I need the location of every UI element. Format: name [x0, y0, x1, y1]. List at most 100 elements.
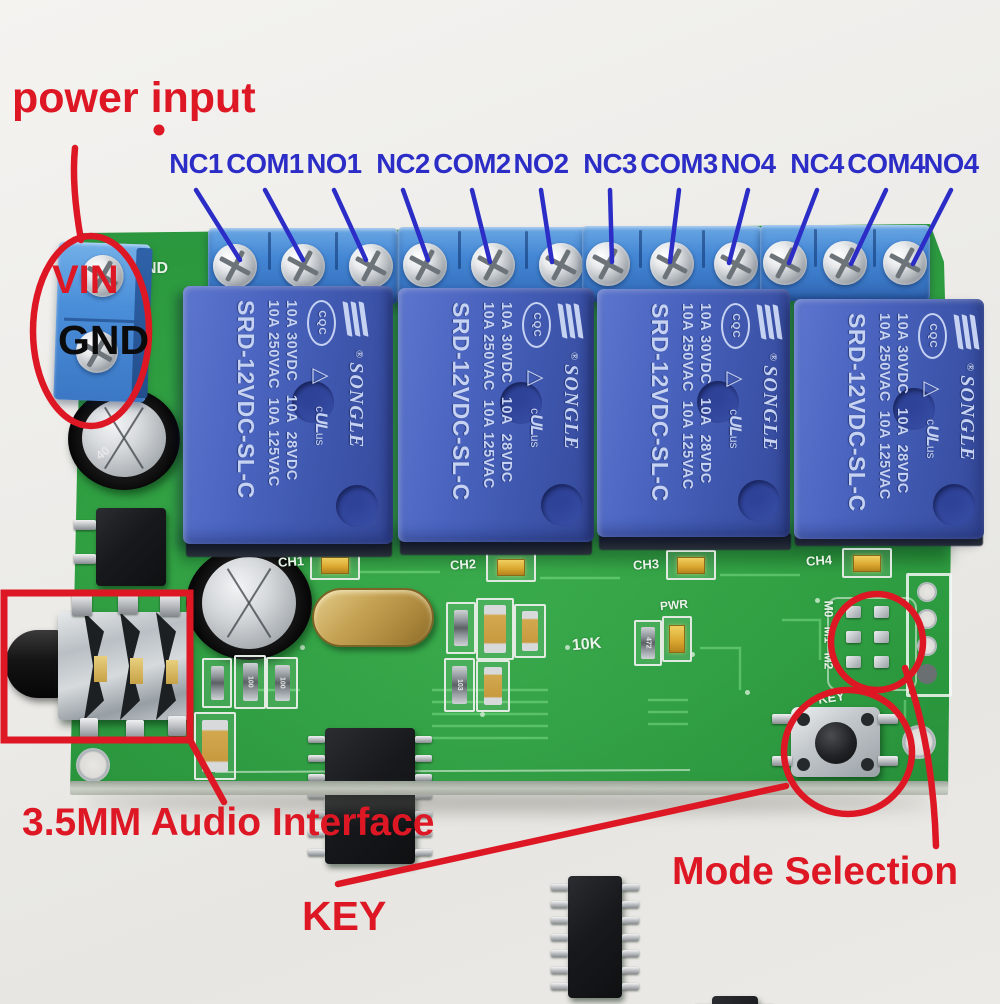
relay-rating-vdc: 10A 30VDC 10A 28VDC [283, 300, 299, 481]
smd-capacitor [476, 598, 514, 660]
ul-mark-icon: cULus [527, 408, 547, 448]
relay-dimple [499, 381, 542, 424]
jumper-pad [846, 656, 861, 668]
button-leg [878, 756, 898, 766]
terminal-label-no1: NO1 [306, 148, 362, 179]
header-hole [917, 636, 937, 656]
header-hole [917, 664, 937, 684]
relay-4: ®SONGLE CQC △ cULus 10A 30VDC 10A 28VDC … [794, 299, 984, 539]
audio-jack-prong [160, 594, 180, 616]
relay-label: ®SONGLE CQC △ cULus 10A 30VDC 10A 28VDC … [794, 299, 984, 539]
songle-logo-icon [756, 304, 783, 340]
relay-dimple [892, 387, 935, 430]
capacitor-top [202, 557, 296, 649]
silkscreen-pwr: PWR [659, 596, 689, 614]
relay-base [599, 533, 791, 550]
power-input-pointer-line [70, 144, 85, 244]
cqc-mark-icon: CQC [307, 300, 336, 346]
jumper-pad [874, 631, 889, 643]
terminal-label-no4b: NO4 [923, 148, 979, 179]
silkscreen-ch2: CH2 [449, 556, 477, 573]
button-cap [815, 722, 857, 764]
relay-label: ®SONGLE CQC △ cULus 10A 30VDC 10A 28VDC … [398, 288, 594, 542]
relay-model: SRD-12VDC-SL-C [844, 313, 870, 512]
smd-diode [202, 658, 232, 708]
audio-interface-label: 3.5MM Audio Interface [22, 801, 435, 844]
relay-rating-vdc: 10A 30VDC 10A 28VDC [894, 313, 910, 494]
power-input-dot [153, 124, 165, 136]
audio-jack-contact [94, 656, 107, 682]
crystal-oscillator [312, 588, 434, 647]
terminal-label-nc4: NC4 [790, 148, 844, 179]
relay-model: SRD-12VDC-SL-C [233, 300, 259, 499]
jumper-pad [846, 606, 861, 618]
electrolytic-capacitor: 40 [68, 388, 180, 490]
cqc-mark-icon: CQC [721, 303, 750, 349]
screw-terminal-com2 [470, 243, 515, 287]
screw-terminal-nc1 [213, 244, 258, 288]
via [745, 690, 750, 695]
triangle-mark-icon: △ [525, 370, 549, 387]
relay-rating-vac: 10A 250VAC 10A 125VAC [265, 300, 281, 487]
audio-jack-prong [80, 718, 98, 738]
jumper-pad [846, 631, 861, 643]
relay-brand: ®SONGLE [759, 353, 781, 452]
button-leg [772, 756, 792, 766]
screw-terminal-com3 [649, 242, 694, 286]
key-label: KEY [302, 893, 387, 939]
audio-jack-prong [72, 594, 92, 616]
via [300, 645, 305, 650]
songle-logo-icon [342, 301, 369, 337]
relay-base [400, 538, 592, 555]
audio-jack-contact [166, 660, 178, 684]
relay-brand: ®SONGLE [560, 352, 582, 451]
smd-resistor: 103 [444, 658, 475, 712]
via [565, 645, 570, 650]
button-leg [772, 714, 792, 724]
terminal-label-com1: COM1 [226, 148, 304, 179]
relay-dimple [292, 381, 335, 424]
triangle-mark-icon: △ [724, 371, 748, 388]
relay-2: ®SONGLE CQC △ cULus 10A 30VDC 10A 28VDC … [398, 288, 594, 542]
silkscreen-ch4: CH4 [805, 552, 833, 569]
triangle-mark-icon: △ [310, 368, 334, 385]
mounting-hole [76, 748, 110, 782]
via [480, 712, 485, 717]
power-input-label: power input [12, 74, 256, 122]
relay-rating-vdc: 10A 30VDC 10A 28VDC [498, 302, 514, 483]
key-button [791, 707, 880, 777]
screw-terminal-nc4 [763, 241, 808, 285]
ul-mark-icon: cULus [923, 419, 943, 459]
smd-capacitor [514, 604, 546, 658]
jumper-pad [874, 656, 889, 668]
terminal-label-nc2: NC2 [376, 148, 430, 179]
relay-model: SRD-12VDC-SL-C [647, 303, 673, 502]
relay-brand: ®SONGLE [345, 350, 367, 449]
relay-base [186, 540, 392, 557]
silkscreen-ch3: CH3 [632, 556, 660, 573]
silkscreen-m0: M0 [821, 600, 836, 618]
header-hole [917, 582, 937, 602]
smd-resistor: 100 [266, 657, 298, 709]
cqc-mark-icon: CQC [522, 302, 551, 348]
cqc-mark-icon: CQC [918, 313, 947, 359]
ul-mark-icon: cULus [312, 406, 332, 446]
terminal-label-com3: COM3 [640, 148, 718, 179]
smd-resistor: 100 [234, 655, 266, 709]
audio-jack-prong [168, 716, 186, 736]
mounting-hole [902, 725, 936, 759]
voltage-regulator [96, 508, 166, 586]
relay-model: SRD-12VDC-SL-C [448, 302, 474, 501]
screw-terminal-com1 [280, 244, 325, 288]
ic-pins [551, 884, 568, 990]
screw-terminal-nc2 [403, 243, 448, 287]
capacitor-top [82, 399, 166, 477]
terminal-label-nc1: NC1 [169, 148, 223, 179]
button-corner [797, 758, 810, 771]
relay-dimple [541, 483, 584, 526]
screw-terminal-com4 [822, 241, 867, 285]
pcb-bottom-edge [70, 781, 948, 795]
ul-mark-icon: cULus [726, 409, 746, 449]
relay-1: ®SONGLE CQC △ cULus 10A 30VDC 10A 28VDC … [183, 286, 393, 544]
